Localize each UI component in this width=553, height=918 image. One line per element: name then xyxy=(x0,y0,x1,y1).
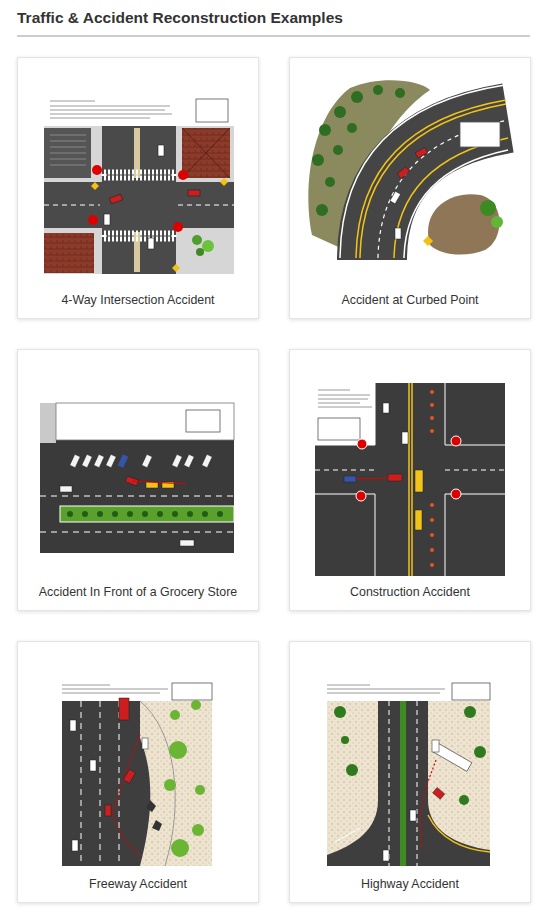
freeway-drawing xyxy=(62,683,212,866)
card-caption: 4-Way Intersection Accident xyxy=(18,290,258,310)
parking-drawing xyxy=(40,403,234,553)
card-caption: Construction Accident xyxy=(290,582,530,602)
example-card: Construction Accident xyxy=(289,349,531,611)
example-card: Freeway Accident xyxy=(17,641,259,903)
intersection-drawing xyxy=(44,95,234,275)
card-caption: Accident In Front of a Grocery Store xyxy=(18,582,258,602)
card-caption: Freeway Accident xyxy=(18,874,258,894)
example-card: Highway Accident xyxy=(289,641,531,903)
card-caption: Highway Accident xyxy=(290,874,530,894)
card-caption: Accident at Curbed Point xyxy=(290,290,530,310)
curve-drawing xyxy=(308,80,508,260)
highway-drawing xyxy=(327,683,490,866)
section-title: Traffic & Accident Reconstruction Exampl… xyxy=(17,9,343,27)
construction-drawing xyxy=(315,383,505,576)
example-card: Accident at Curbed Point xyxy=(289,57,531,319)
example-card: Accident In Front of a Grocery Store xyxy=(17,349,259,611)
example-card: 4-Way Intersection Accident xyxy=(17,57,259,319)
